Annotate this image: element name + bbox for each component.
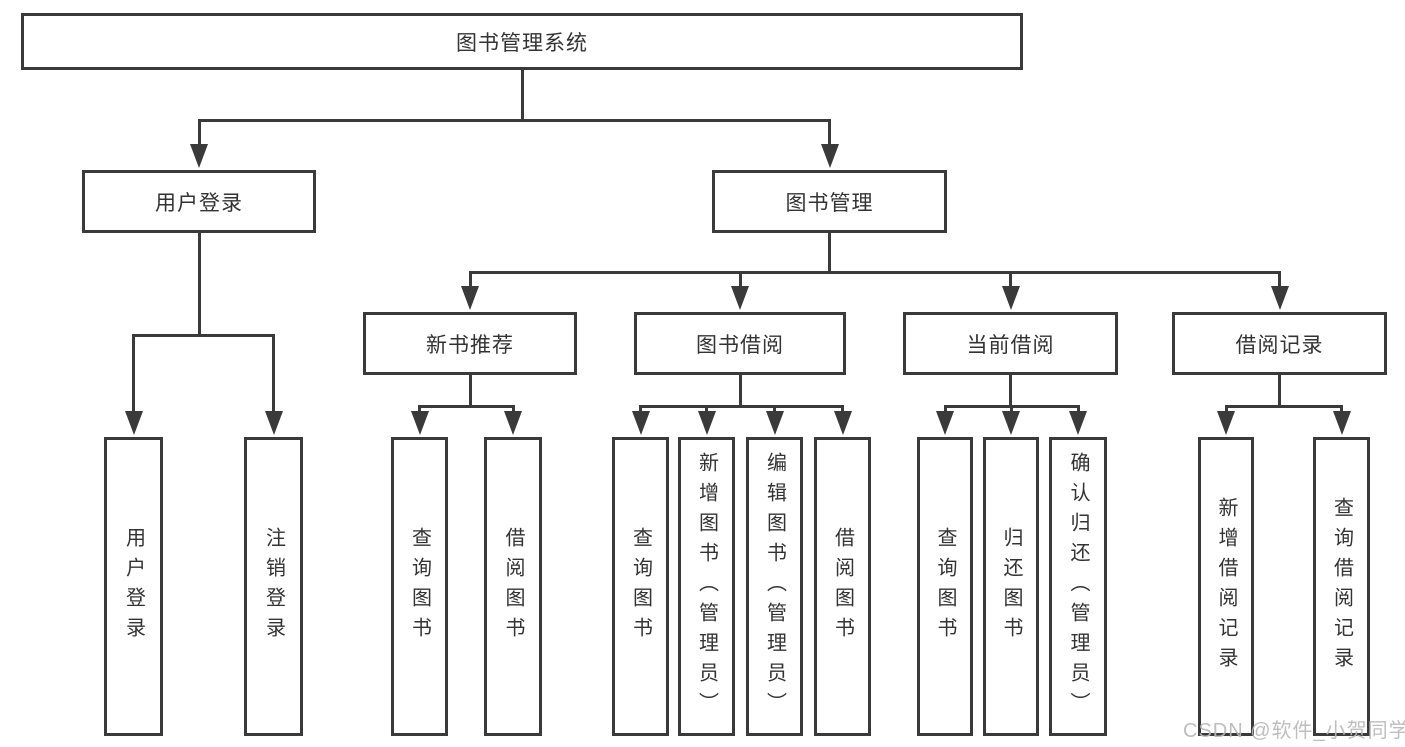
arrowhead-icon [631,411,650,435]
arrowhead-icon [124,411,143,435]
connector-branch [272,335,275,415]
arrowhead-icon [1217,411,1235,435]
connector-drop [1009,374,1012,408]
connector-rail [418,404,515,408]
arrowhead-icon [1002,411,1020,435]
connector-drop [468,374,472,408]
connector-branch [468,272,472,290]
connector-branch [841,406,844,415]
node-leaf-borrow-book-2: 借阅图书 [814,437,871,736]
node-current-borrow: 当前借阅 [903,312,1118,375]
arrowhead-icon [936,411,954,435]
node-label-leaf-logout: 注销登录 [262,526,285,647]
node-label-leaf-borrow-book-1: 借阅图书 [502,526,524,647]
node-leaf-query-book-1: 查询图书 [391,437,448,736]
connector-branch [773,406,776,415]
node-book-mgmt: 图书管理 [712,170,947,233]
node-root: 图书管理系统 [21,13,1023,70]
node-label-leaf-query-book-3: 查询图书 [934,526,956,647]
node-new-book-rec: 新书推荐 [363,312,577,375]
arrowhead-icon [1069,411,1087,435]
node-label-book-borrow: 图书借阅 [696,333,784,357]
node-leaf-return-book: 归还图书 [983,437,1039,736]
connector-drop [828,232,831,274]
node-user-login: 用户登录 [82,170,316,233]
node-leaf-edit-book: 编辑图书（管理员） [746,437,803,736]
connector-rail [132,333,275,337]
node-label-new-book-rec: 新书推荐 [426,333,514,357]
connector-branch [738,272,742,290]
node-label-leaf-borrow-book-2: 借阅图书 [831,526,854,647]
arrowhead-icon [504,411,522,435]
node-label-book-mgmt: 图书管理 [785,191,874,215]
connector-branch [1340,406,1343,415]
connector-rail [1224,404,1343,408]
connector-rail [197,118,831,122]
connector-branch [197,120,201,148]
connector-rail [639,404,844,408]
arrowhead-icon [461,286,479,310]
node-label-leaf-return-book: 归还图书 [1000,526,1022,647]
connector-branch [1009,272,1012,290]
node-leaf-logout: 注销登录 [244,437,303,736]
node-label-leaf-user-login: 用户登录 [122,526,145,647]
connector-branch [1009,406,1013,415]
node-label-leaf-query-borrow-record: 查询借阅记录 [1330,496,1353,677]
node-leaf-confirm-return: 确认归还（管理员） [1049,437,1107,736]
node-leaf-query-book-3: 查询图书 [917,437,973,736]
node-label-leaf-add-borrow-record: 新增借阅记录 [1215,496,1237,677]
node-leaf-add-book: 新增图书（管理员） [678,437,735,736]
node-label-leaf-confirm-return: 确认归还（管理员） [1067,451,1089,722]
connector-branch [639,406,642,415]
arrowhead-icon [833,411,852,435]
node-leaf-query-book-2: 查询图书 [612,437,669,736]
arrowhead-icon [1332,411,1351,435]
node-leaf-add-borrow-record: 新增借阅记录 [1198,437,1254,736]
arrowhead-icon [697,411,716,435]
node-label-root: 图书管理系统 [456,31,588,55]
node-leaf-user-login: 用户登录 [104,437,163,736]
connector-branch [828,120,831,148]
node-label-borrow-records: 借阅记录 [1235,333,1324,357]
connector-drop [520,69,524,122]
node-borrow-records: 借阅记录 [1172,312,1387,375]
arrowhead-icon [820,144,839,168]
connector-branch [1224,406,1228,415]
arrowhead-icon [410,411,429,435]
connector-drop [197,232,201,337]
arrowhead-icon [1001,286,1020,310]
connector-drop [738,374,742,408]
connector-branch [943,406,947,415]
node-label-user-login: 用户登录 [155,191,243,215]
node-label-leaf-query-book-1: 查询图书 [408,526,431,647]
arrowhead-icon [731,286,749,310]
arrowhead-icon [1270,286,1289,310]
connector-branch [1278,272,1281,290]
connector-branch [132,335,135,415]
connector-branch [1076,406,1080,415]
connector-branch [418,406,421,415]
node-label-current-borrow: 当前借阅 [966,333,1055,357]
csdn-watermark: CSDN @软件_小贺同学 [1183,720,1405,742]
connector-branch [705,406,708,415]
node-book-borrow: 图书借阅 [634,312,846,375]
node-label-leaf-edit-book: 编辑图书（管理员） [763,451,786,722]
node-leaf-query-borrow-record: 查询借阅记录 [1313,437,1370,736]
connector-drop [1278,374,1281,408]
arrowhead-icon [765,411,784,435]
node-label-leaf-add-book: 新增图书（管理员） [695,451,718,722]
arrowhead-icon [190,144,208,168]
node-label-leaf-query-book-2: 查询图书 [629,526,652,647]
connector-rail [468,271,1281,274]
arrowhead-icon [264,411,283,435]
connector-branch [511,406,515,415]
node-leaf-borrow-book-1: 借阅图书 [484,437,542,736]
